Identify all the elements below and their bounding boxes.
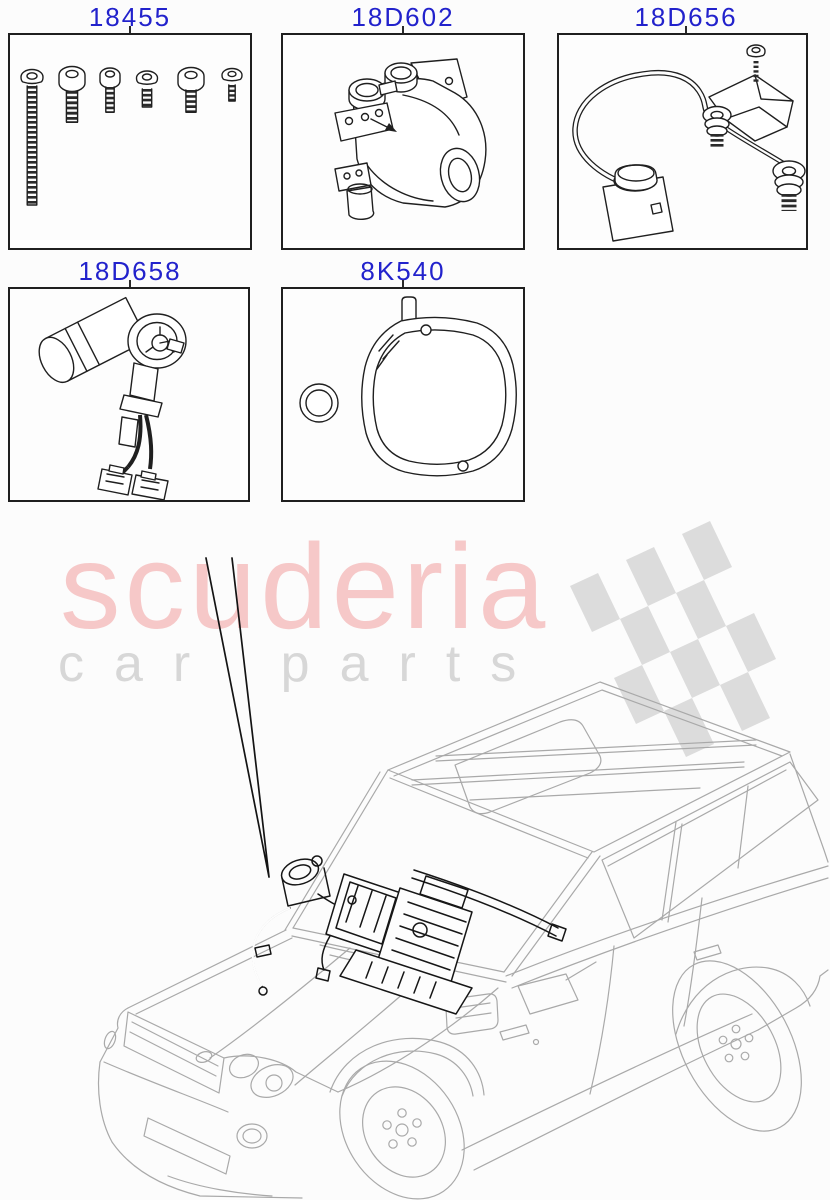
gasket-and-o-ring-kit-illustration — [299, 296, 517, 477]
vehicle-location-artwork — [97, 520, 829, 1200]
part-number-link-18D658[interactable]: 18D658 — [78, 256, 182, 286]
part-panel-18D656[interactable] — [557, 33, 808, 250]
label-leader-tick — [402, 26, 404, 34]
pump-with-wiring-connectors-illustration — [38, 296, 187, 500]
screw-set-illustration — [20, 65, 243, 206]
part-number-link-8K540[interactable]: 8K540 — [360, 256, 446, 286]
label-leader-tick — [129, 280, 131, 288]
label-leader-tick — [402, 280, 404, 288]
part-panel-18D602[interactable] — [281, 33, 525, 250]
part-number-link-18D656[interactable]: 18D656 — [634, 2, 738, 32]
part-number-link-18455[interactable]: 18455 — [88, 2, 172, 32]
engine-bay-location-pointer — [205, 557, 270, 878]
label-leader-tick — [129, 26, 131, 34]
auxiliary-fuel-fired-heater-illustration — [334, 58, 487, 220]
part-number-link-18D602[interactable]: 18D602 — [351, 2, 455, 32]
watermark-tagline-text: car parts — [58, 635, 547, 693]
pipe-bracket-and-sensor-kit-illustration — [572, 44, 806, 242]
part-panel-18D658[interactable] — [8, 287, 250, 502]
label-leader-tick — [685, 26, 687, 34]
engine-bay-heater-assembly — [251, 855, 567, 1015]
part-panel-18455[interactable] — [8, 33, 252, 250]
checkered-flag-icon — [570, 520, 776, 757]
watermark-brand-text: scuderia — [60, 518, 550, 654]
part-panel-8K540[interactable] — [281, 287, 525, 502]
